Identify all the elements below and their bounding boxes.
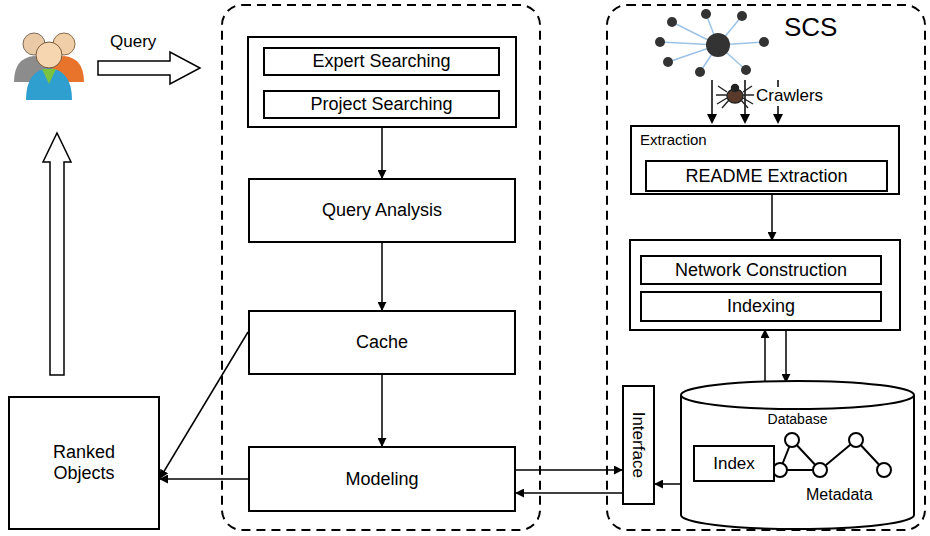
interface-box: Interface (622, 385, 655, 505)
process-box: Modeling (248, 446, 516, 512)
graph-node (773, 463, 787, 477)
hollow-arrow (98, 52, 200, 84)
output-box: Ranked Objects (8, 396, 160, 530)
social-network-icon (660, 14, 764, 72)
node-text: Indexing (727, 296, 795, 317)
cylinder-top (681, 381, 914, 409)
process-box: README Extraction (645, 160, 888, 192)
node-text: Extraction (640, 131, 707, 148)
flow-label: Query (110, 33, 156, 52)
octocat-icons (655, 9, 769, 77)
system-label: SCS (784, 13, 837, 42)
connector-arrow (160, 478, 248, 480)
node-text: README Extraction (685, 166, 847, 187)
connector-arrow (771, 195, 773, 240)
dashed-panel (222, 5, 540, 530)
node-text: Project Searching (310, 94, 452, 115)
search-option-box: Expert Searching (263, 47, 500, 76)
users-icon (14, 33, 84, 100)
graph-node (813, 463, 827, 477)
connector-arrow (381, 128, 383, 178)
connector-arrow (160, 332, 248, 478)
database-cylinder: Index Database (680, 380, 915, 530)
connector-arrow (764, 330, 766, 383)
module-box: README Extraction Extraction (630, 125, 900, 195)
cylinder-body (681, 395, 914, 529)
node-text: Index (713, 454, 755, 474)
node-text: Interface (629, 412, 649, 478)
connector-arrow (516, 492, 622, 494)
metadata-label: Metadata (806, 486, 873, 504)
dashed-panel (607, 5, 925, 530)
node-text: Modeling (345, 469, 418, 490)
group-box (630, 240, 900, 330)
group-box (248, 37, 516, 127)
process-box: Network Construction (640, 255, 882, 285)
connector-arrow (655, 483, 680, 485)
process-box: Cache (248, 310, 516, 375)
connector-arrow (381, 375, 383, 446)
node-text: Ranked Objects (44, 442, 124, 483)
search-option-box: Project Searching (263, 90, 500, 119)
node-text: Query Analysis (322, 200, 442, 221)
node-text: Expert Searching (312, 51, 450, 72)
process-box: Query Analysis (248, 178, 516, 243)
process-box: Indexing (640, 291, 882, 322)
crawler-label: Crawlers (754, 87, 825, 106)
spider-icon (716, 85, 754, 109)
node-text: Cache (356, 332, 408, 353)
graph-node (877, 463, 891, 477)
connector-arrow (785, 330, 787, 382)
index-box: Index (693, 445, 775, 482)
node-text: Network Construction (675, 260, 847, 281)
graph-node (785, 433, 799, 447)
connector-arrow (381, 243, 383, 310)
connector-arrow (516, 469, 622, 471)
hollow-arrow (43, 133, 71, 375)
node-text: Database (768, 411, 828, 427)
arrow-heads (707, 114, 783, 124)
graph-node (849, 433, 863, 447)
